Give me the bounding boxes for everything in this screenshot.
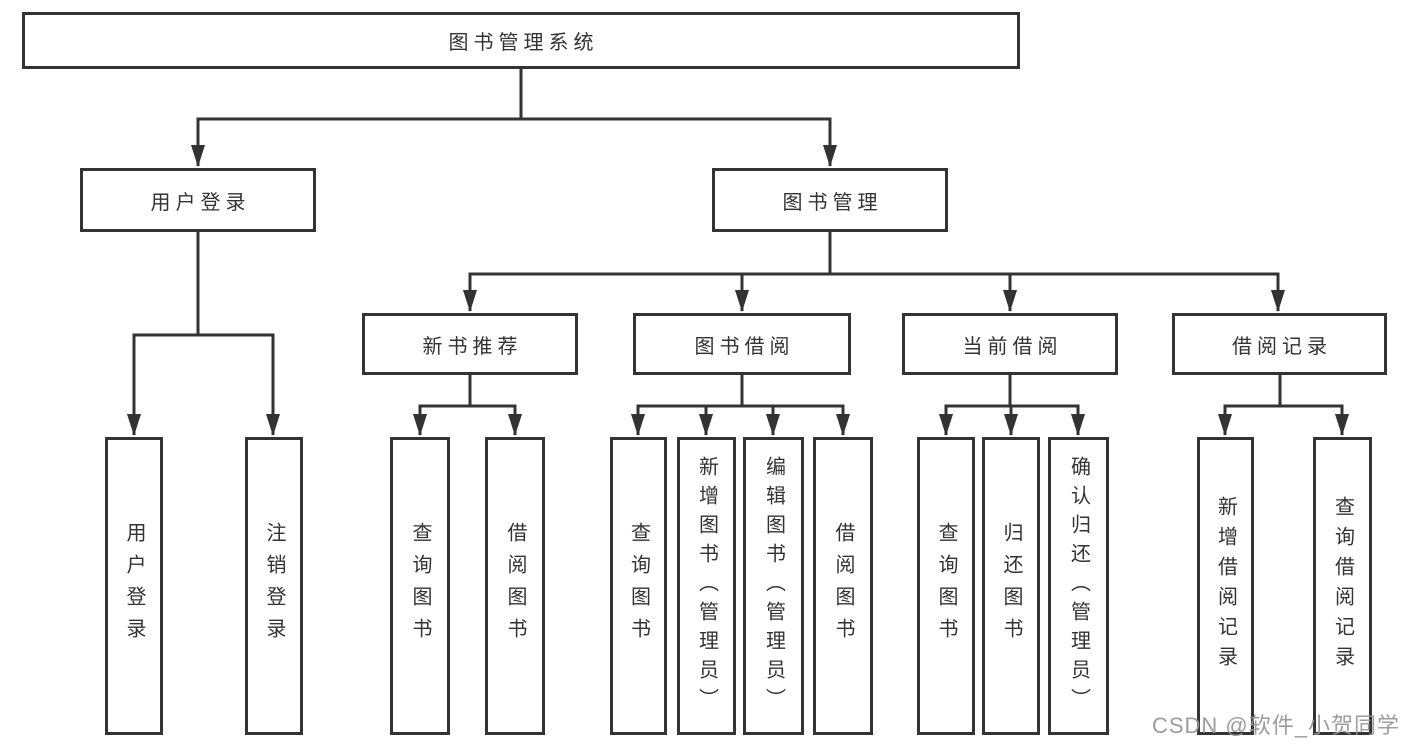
leaf-userlogin-login: 用户登录 <box>105 437 163 735</box>
leaf-userlogin-logout: 注销登录 <box>245 437 303 735</box>
node-new-book-recommend: 新书推荐 <box>362 313 578 375</box>
leaf-current-return-book: 归还图书 <box>982 437 1040 735</box>
node-current-borrow: 当前借阅 <box>902 313 1118 375</box>
leaf-current-confirm-return-admin: 确认归还（管理员） <box>1048 437 1109 735</box>
node-library-management-system: 图书管理系统 <box>22 12 1020 69</box>
leaf-records-add-record: 新增借阅记录 <box>1197 437 1254 735</box>
leaf-records-query-record: 查询借阅记录 <box>1313 437 1372 735</box>
leaf-borrow-borrow-book: 借阅图书 <box>813 437 873 735</box>
node-borrow-records: 借阅记录 <box>1172 313 1387 375</box>
node-book-management: 图书管理 <box>712 168 948 232</box>
leaf-borrow-edit-book-admin: 编辑图书（管理员） <box>743 437 804 735</box>
leaf-newbook-query-book: 查询图书 <box>390 437 450 735</box>
leaf-newbook-borrow-book: 借阅图书 <box>485 437 545 735</box>
leaf-current-query-book: 查询图书 <box>917 437 975 735</box>
csdn-watermark: CSDN @软件_小贺同学 <box>1151 713 1400 738</box>
node-book-borrow: 图书借阅 <box>633 313 851 375</box>
leaf-borrow-query-book: 查询图书 <box>610 437 667 735</box>
node-user-login: 用户登录 <box>80 168 316 232</box>
leaf-borrow-add-book-admin: 新增图书（管理员） <box>677 437 736 735</box>
